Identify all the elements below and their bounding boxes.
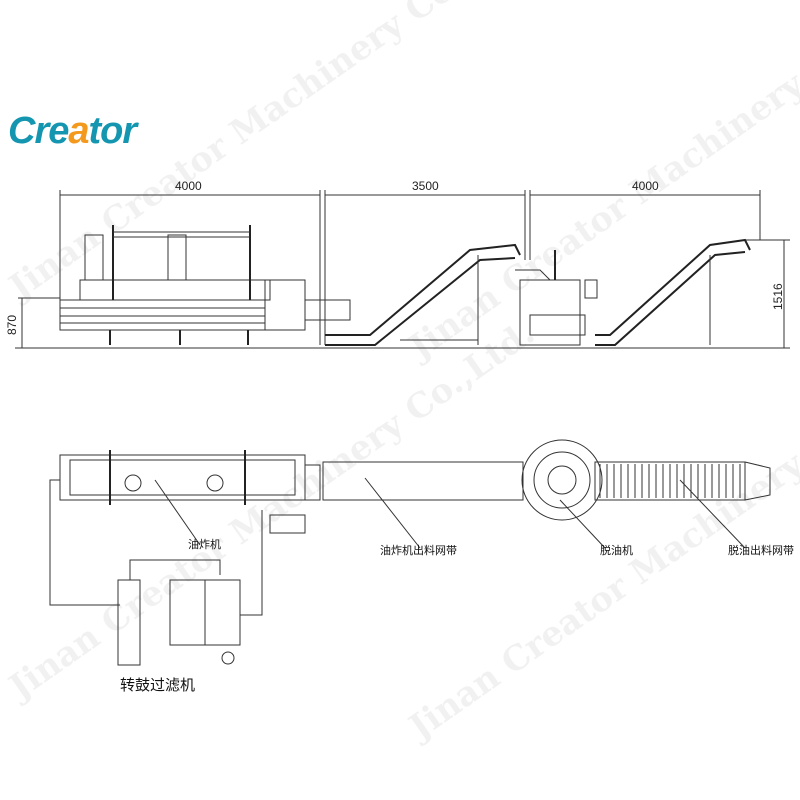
label-fryer: 油炸机 xyxy=(188,537,221,551)
label-fryer-outlet-belt: 油炸机出料网带 xyxy=(380,543,457,557)
label-drum-filter: 转鼓过滤机 xyxy=(120,676,195,694)
dim-outlet-height: 1516 xyxy=(771,283,785,310)
svg-text:Jinan Creator Machinery Co.,Lt: Jinan Creator Machinery Co.,Ltd. xyxy=(0,0,542,309)
svg-text:Jinan Creator Machinery Co.,Lt: Jinan Creator Machinery Co.,Ltd. xyxy=(0,313,542,709)
dim-conveyor-length: 3500 xyxy=(412,179,439,193)
fryer-outlet-conveyor-elevation xyxy=(325,243,521,346)
fryer-plan xyxy=(49,450,321,666)
svg-text:Jinan Creator Machinery Co.,Lt: Jinan Creator Machinery Co.,Ltd. xyxy=(400,0,800,369)
dim-fryer-length: 4000 xyxy=(175,179,202,193)
deoiler-elevation xyxy=(515,250,598,346)
label-deoiler-outlet-belt: 脱油出料网带 xyxy=(728,543,794,557)
deoiler-plan xyxy=(521,439,603,521)
deoiler-outlet-belt-plan xyxy=(594,461,771,501)
watermark: Jinan Creator Machinery Co.,Ltd. Jinan C… xyxy=(0,0,800,749)
leader-lines xyxy=(154,477,746,549)
dim-dewater-length: 4000 xyxy=(632,179,659,193)
dimension-lines xyxy=(15,190,790,349)
creator-logo: Creator xyxy=(8,110,137,152)
label-deoiler: 脱油机 xyxy=(600,543,633,557)
deoiler-outlet-conveyor-elevation xyxy=(595,238,751,346)
fryer-elevation xyxy=(59,225,351,345)
fryer-outlet-belt-plan xyxy=(322,461,524,501)
dim-fryer-height: 870 xyxy=(5,315,19,335)
